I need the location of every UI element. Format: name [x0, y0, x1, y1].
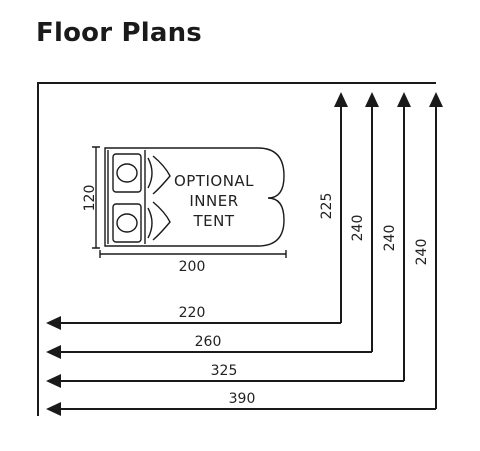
sleeping-figure-top — [112, 153, 153, 193]
width-dimension-325 — [46, 374, 404, 388]
height-label-240-c: 240 — [414, 239, 430, 266]
width-label-390: 390 — [229, 391, 256, 407]
width-dimension-220 — [46, 316, 341, 330]
outer-wall-outline — [37, 82, 436, 416]
height-dimension-225 — [334, 92, 348, 323]
width-dimension-260 — [46, 345, 372, 359]
width-dimension-390 — [46, 402, 436, 416]
width-bracket — [99, 250, 287, 258]
bed-pod-outline — [152, 155, 171, 241]
page-title: Floor Plans — [36, 18, 202, 48]
height-dimension-240-b — [397, 92, 411, 381]
width-label-220: 220 — [179, 305, 206, 321]
inner-tent-sketch: OPTIONAL INNER TENT 200 120 — [82, 146, 287, 275]
tent-label-line-2: INNER — [189, 192, 238, 210]
tent-depth-label: 120 — [82, 185, 98, 212]
height-dimension-240-a — [365, 92, 379, 352]
height-label-240-a: 240 — [350, 215, 366, 242]
sleeping-figure-bottom — [112, 203, 153, 243]
height-label-225: 225 — [319, 193, 335, 220]
tent-label-line-3: TENT — [192, 212, 234, 230]
tent-label-line-1: OPTIONAL — [174, 172, 254, 190]
height-label-240-b: 240 — [382, 225, 398, 252]
height-dimension-240-c — [429, 92, 443, 409]
tent-body-outline — [104, 147, 285, 247]
width-label-260: 260 — [195, 334, 222, 350]
width-label-325: 325 — [211, 363, 238, 379]
tent-width-label: 200 — [179, 259, 206, 275]
